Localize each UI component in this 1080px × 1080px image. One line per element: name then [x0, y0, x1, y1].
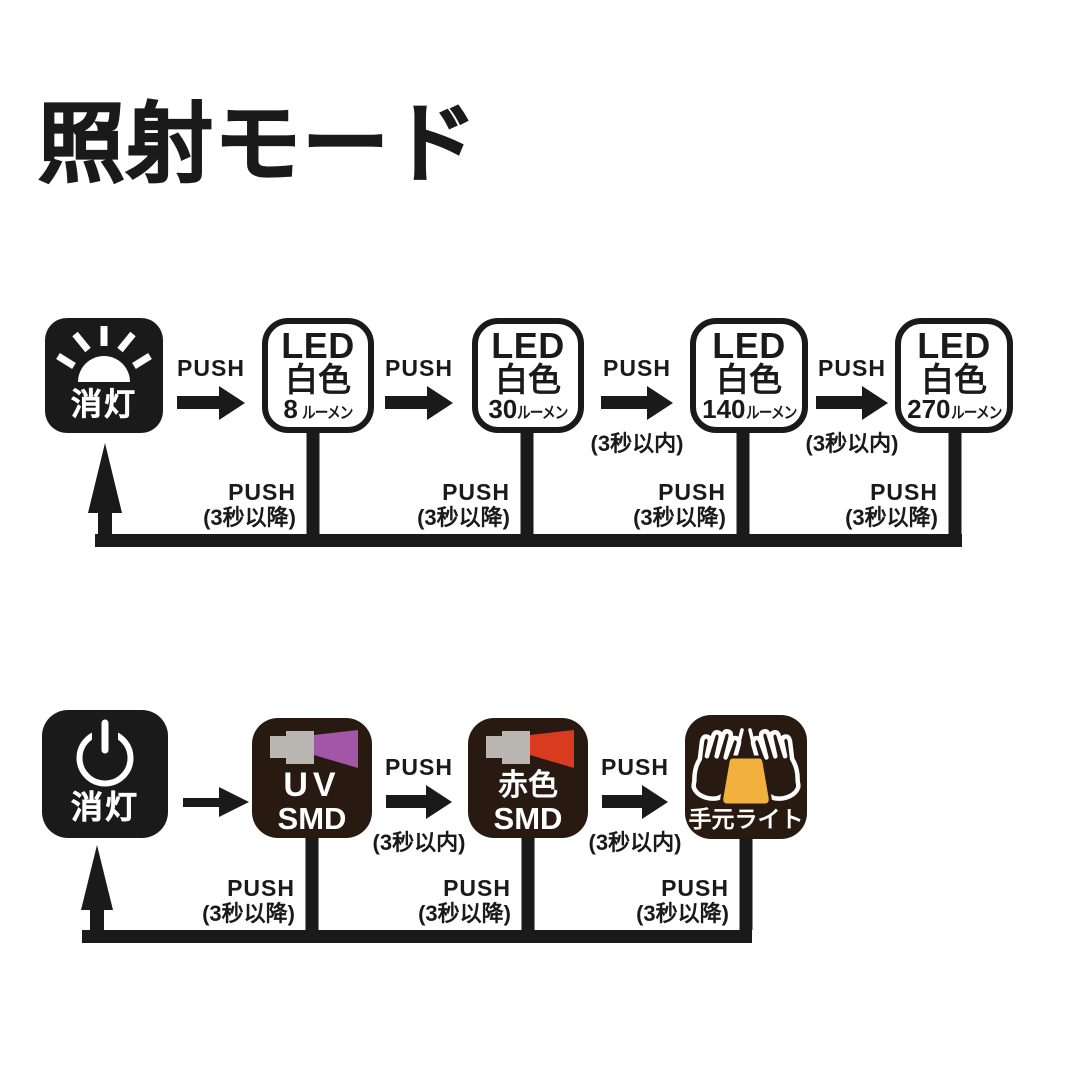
lumen-value: 270	[907, 393, 951, 424]
led-label: LED	[712, 324, 786, 366]
push-label: PUSH	[443, 875, 511, 901]
led-color-label: 白色	[495, 360, 561, 398]
light-rays-icon	[56, 326, 152, 382]
arrow-row1-3: PUSH (3秒以内)	[591, 355, 684, 456]
push-timing-label: (3秒以内)	[372, 830, 466, 855]
arrow-row1-4: PUSH (3秒以内)	[806, 355, 899, 456]
row1-off-label: 消灯	[71, 387, 137, 422]
row1-off-box: 消灯	[45, 318, 163, 433]
push-label: PUSH	[227, 875, 295, 901]
lumen-value: 8	[283, 393, 298, 424]
led-color-label: 白色	[716, 360, 782, 398]
push-label: PUSH	[601, 754, 669, 780]
push-label: PUSH	[385, 355, 453, 381]
return-label-6: PUSH (3秒以降)	[351, 875, 511, 927]
led-label: LED	[917, 324, 991, 366]
lumen-value: 30	[488, 393, 518, 424]
return-label-7: PUSH (3秒以降)	[569, 875, 729, 927]
hands-light-icon	[691, 723, 806, 807]
row2-return-path	[81, 838, 753, 943]
red-flashlight-icon	[486, 730, 574, 768]
led-box-140: LED 白色 140ルーメン	[690, 318, 808, 433]
push-timing-label: (3秒以降)	[845, 505, 938, 530]
lumen-value: 140	[702, 393, 746, 424]
push-label: PUSH	[385, 754, 453, 780]
return-label-4: PUSH (3秒以降)	[778, 479, 938, 531]
lumen-unit: ルーメン	[745, 404, 797, 422]
return-label-2: PUSH (3秒以降)	[350, 479, 510, 531]
power-icon	[76, 719, 134, 787]
smd-label: SMD	[493, 801, 563, 836]
push-label: PUSH	[870, 479, 938, 505]
push-label: PUSH	[818, 355, 886, 381]
push-label: PUSH	[661, 875, 729, 901]
page-title: 照射モード	[37, 95, 478, 194]
push-timing-label: (3秒以内)	[590, 431, 684, 456]
push-timing-label: (3秒以降)	[633, 505, 726, 530]
push-label: PUSH	[658, 479, 726, 505]
push-timing-label: (3秒以内)	[805, 431, 899, 456]
hand-light-label: 手元ライト	[688, 806, 804, 832]
led-color-label: 白色	[921, 360, 987, 398]
arrow-row1-2: PUSH	[385, 355, 453, 420]
led-color-label: 白色	[285, 360, 351, 398]
lumen-unit: ルーメン	[517, 404, 568, 422]
row2-off-label: 消灯	[70, 789, 139, 825]
lumen-unit: ルーメン	[950, 404, 1002, 422]
row1-return-path	[88, 433, 962, 547]
smd-label: SMD	[277, 801, 347, 836]
row2-off-box: 消灯	[42, 710, 168, 838]
red-smd-box: 赤色 SMD	[468, 718, 588, 838]
push-label: PUSH	[228, 479, 296, 505]
push-timing-label: (3秒以内)	[588, 830, 682, 855]
arrow-row2-1	[183, 785, 249, 819]
led-box-8: LED 白色 8 ルーメン	[262, 318, 374, 433]
uv-label: UV	[283, 766, 341, 804]
led-box-30: LED 白色 30ルーメン	[472, 318, 584, 433]
push-timing-label: (3秒以降)	[636, 901, 729, 926]
push-label: PUSH	[603, 355, 671, 381]
return-label-5: PUSH (3秒以降)	[135, 875, 295, 927]
uv-flashlight-icon	[270, 730, 358, 768]
lumen-unit: ルーメン	[302, 404, 353, 422]
arrow-row2-3: PUSH (3秒以内)	[589, 754, 682, 855]
led-label: LED	[281, 324, 355, 366]
push-label: PUSH	[442, 479, 510, 505]
uv-smd-box: UV SMD	[252, 718, 372, 838]
push-timing-label: (3秒以降)	[418, 901, 511, 926]
led-label: LED	[491, 324, 565, 366]
red-label: 赤色	[498, 769, 558, 802]
push-timing-label: (3秒以降)	[417, 505, 510, 530]
arrow-row2-2: PUSH (3秒以内)	[373, 754, 466, 855]
push-timing-label: (3秒以降)	[202, 901, 295, 926]
led-box-270: LED 白色 270ルーメン	[895, 318, 1013, 433]
push-timing-label: (3秒以降)	[203, 505, 296, 530]
return-label-1: PUSH (3秒以降)	[136, 479, 296, 531]
hand-light-box: 手元ライト	[685, 715, 807, 839]
arrow-row1-1: PUSH	[177, 355, 245, 420]
push-label: PUSH	[177, 355, 245, 381]
return-label-3: PUSH (3秒以降)	[566, 479, 726, 531]
